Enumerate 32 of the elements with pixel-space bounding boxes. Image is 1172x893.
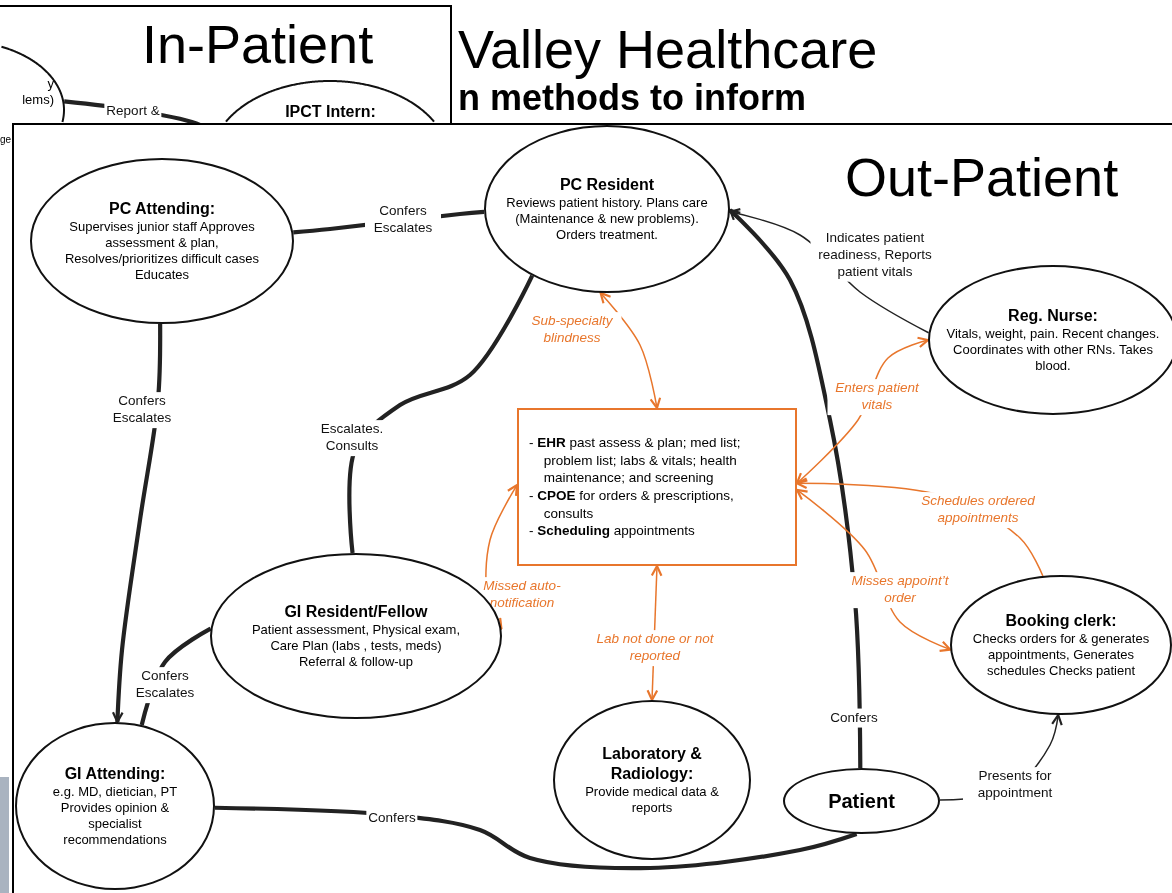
role-description: Vitals, weight, pain. Recent changes. Coordinates with other RNs. Takes blood. (945, 326, 1161, 374)
role-title: IPCT Intern: (284, 102, 377, 122)
role-description: Reviews patient history. Plans care (Maintenance & new problems). Orders treatment. (505, 195, 709, 243)
system-box (517, 408, 797, 566)
role-title: Reg. Nurse: (1008, 306, 1098, 327)
role-title: GI Resident/Fellow (284, 602, 428, 623)
connector (111, 324, 163, 724)
connector (347, 274, 535, 554)
slide-heading-text: n methods to inform (458, 80, 806, 116)
connector (728, 208, 863, 768)
role-description: Patient assessment, Physical exam, Care Plan (labs , tests, meds) Referral & follow-up (250, 622, 462, 670)
edge-label: Confers (828, 708, 880, 728)
role-title: y lems) (21, 76, 54, 108)
connector (214, 805, 858, 871)
partial-text: ge (0, 135, 12, 145)
role-description: Supervises junior staff Approves assessment & plan, Resolves/prioritizes difficult cases Educates (63, 219, 261, 283)
role-title: PC Resident (559, 175, 655, 196)
connector (599, 291, 662, 410)
panel-card (0, 5, 452, 123)
role-description: Checks orders for & generates appointments, Generates schedules Checks patient (971, 631, 1151, 679)
system-item: - Scheduling appointments (529, 522, 696, 540)
role-description: Provide medical data & reports (584, 784, 720, 816)
panel-card (12, 123, 1172, 893)
role-title: Laboratory & Radiology: (601, 744, 703, 785)
role-title: PC Attending: (108, 199, 216, 220)
panel-title: In-Patient (142, 17, 374, 71)
edge-label: Report & (104, 101, 162, 121)
panel-title: Out-Patient (845, 150, 1119, 204)
role-title: Patient (828, 788, 895, 814)
role-title: GI Attending: (64, 764, 166, 785)
role-title: Booking clerk: (1005, 611, 1117, 632)
role-description: e.g. MD, dietician, PT Provides opinion & specialist recommendations (51, 784, 179, 848)
